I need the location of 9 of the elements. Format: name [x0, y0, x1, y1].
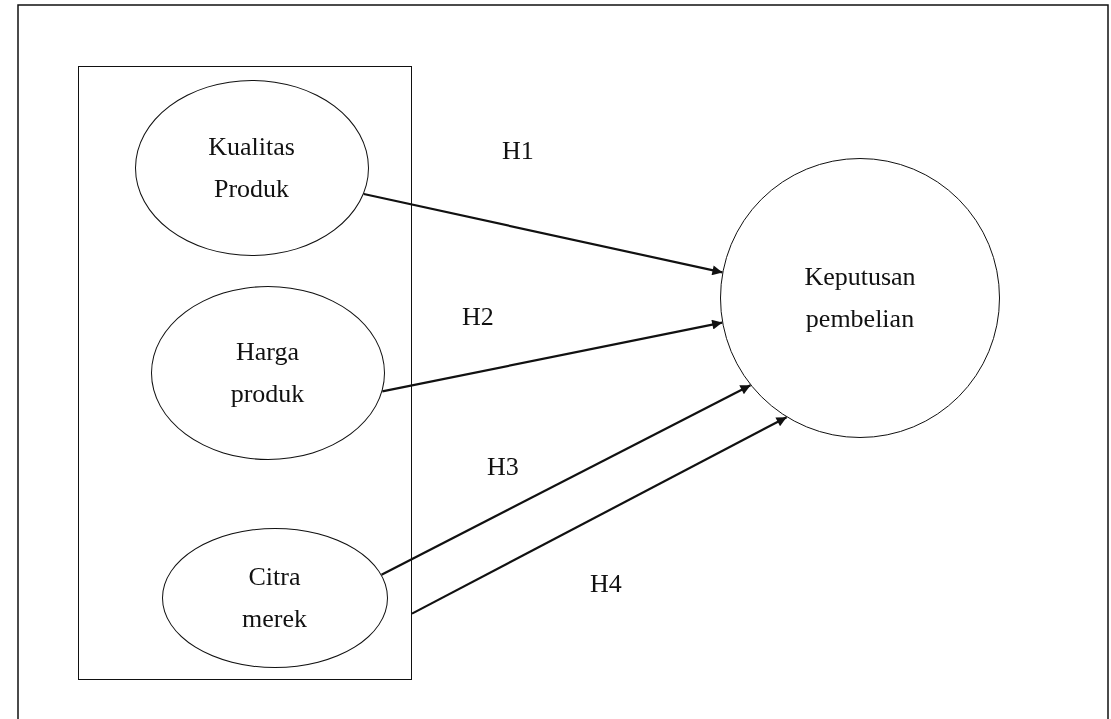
arrow [363, 192, 723, 276]
group-box [78, 66, 412, 680]
node-label: Harga produk [229, 335, 306, 410]
arrow [382, 319, 723, 393]
arrow [381, 384, 751, 576]
node-label: Citra merek [241, 560, 308, 635]
arrow [411, 416, 788, 615]
node-label: Keputusan pembelian [803, 261, 917, 335]
node-label: Kualitas Produk [207, 130, 296, 205]
